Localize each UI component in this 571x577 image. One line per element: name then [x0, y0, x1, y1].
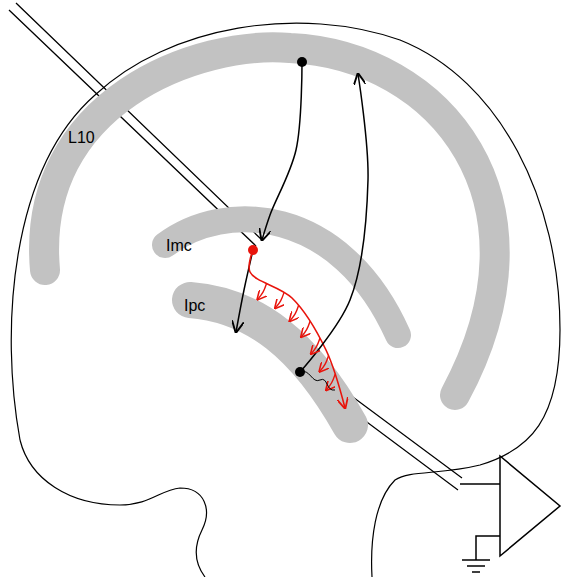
nucleus-label: Imc	[166, 236, 192, 255]
axon-branch	[275, 292, 284, 308]
nucleus-label: L10	[68, 128, 95, 147]
imc-neuron-soma	[248, 245, 258, 255]
axon-branch	[290, 305, 299, 321]
axon-branch	[301, 321, 310, 337]
head-outline	[20, 440, 206, 577]
amplifier-input-wire	[460, 483, 500, 485]
brain-outline	[11, 23, 560, 577]
nucleus-label: Ipc	[184, 296, 205, 315]
ground-wire	[462, 536, 500, 572]
recording-wire	[300, 371, 335, 390]
nucleus-shape	[190, 300, 350, 425]
l10-neuron-soma	[297, 57, 307, 67]
brain-nucleus: Ipc	[165, 275, 370, 445]
axon-branch	[258, 284, 267, 300]
amplifier-symbol	[500, 456, 560, 556]
ipc-neuron-soma	[295, 367, 305, 377]
